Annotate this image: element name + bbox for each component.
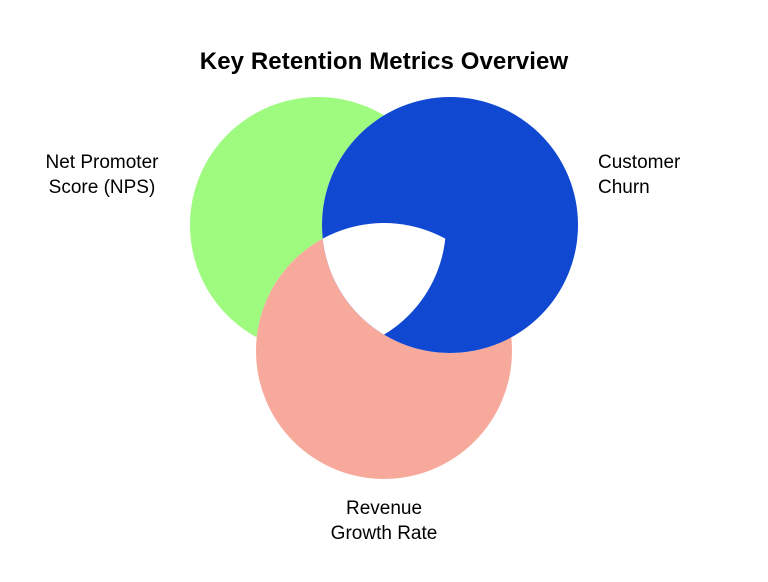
venn-label-churn: Customer Churn	[598, 152, 681, 198]
page-title: Key Retention Metrics Overview	[199, 48, 569, 75]
venn-label-nps: Net Promoter Score (NPS)	[45, 152, 159, 198]
venn-label-revenue: Revenue Growth Rate	[330, 498, 438, 544]
venn-circle-churn[interactable]	[322, 97, 578, 353]
